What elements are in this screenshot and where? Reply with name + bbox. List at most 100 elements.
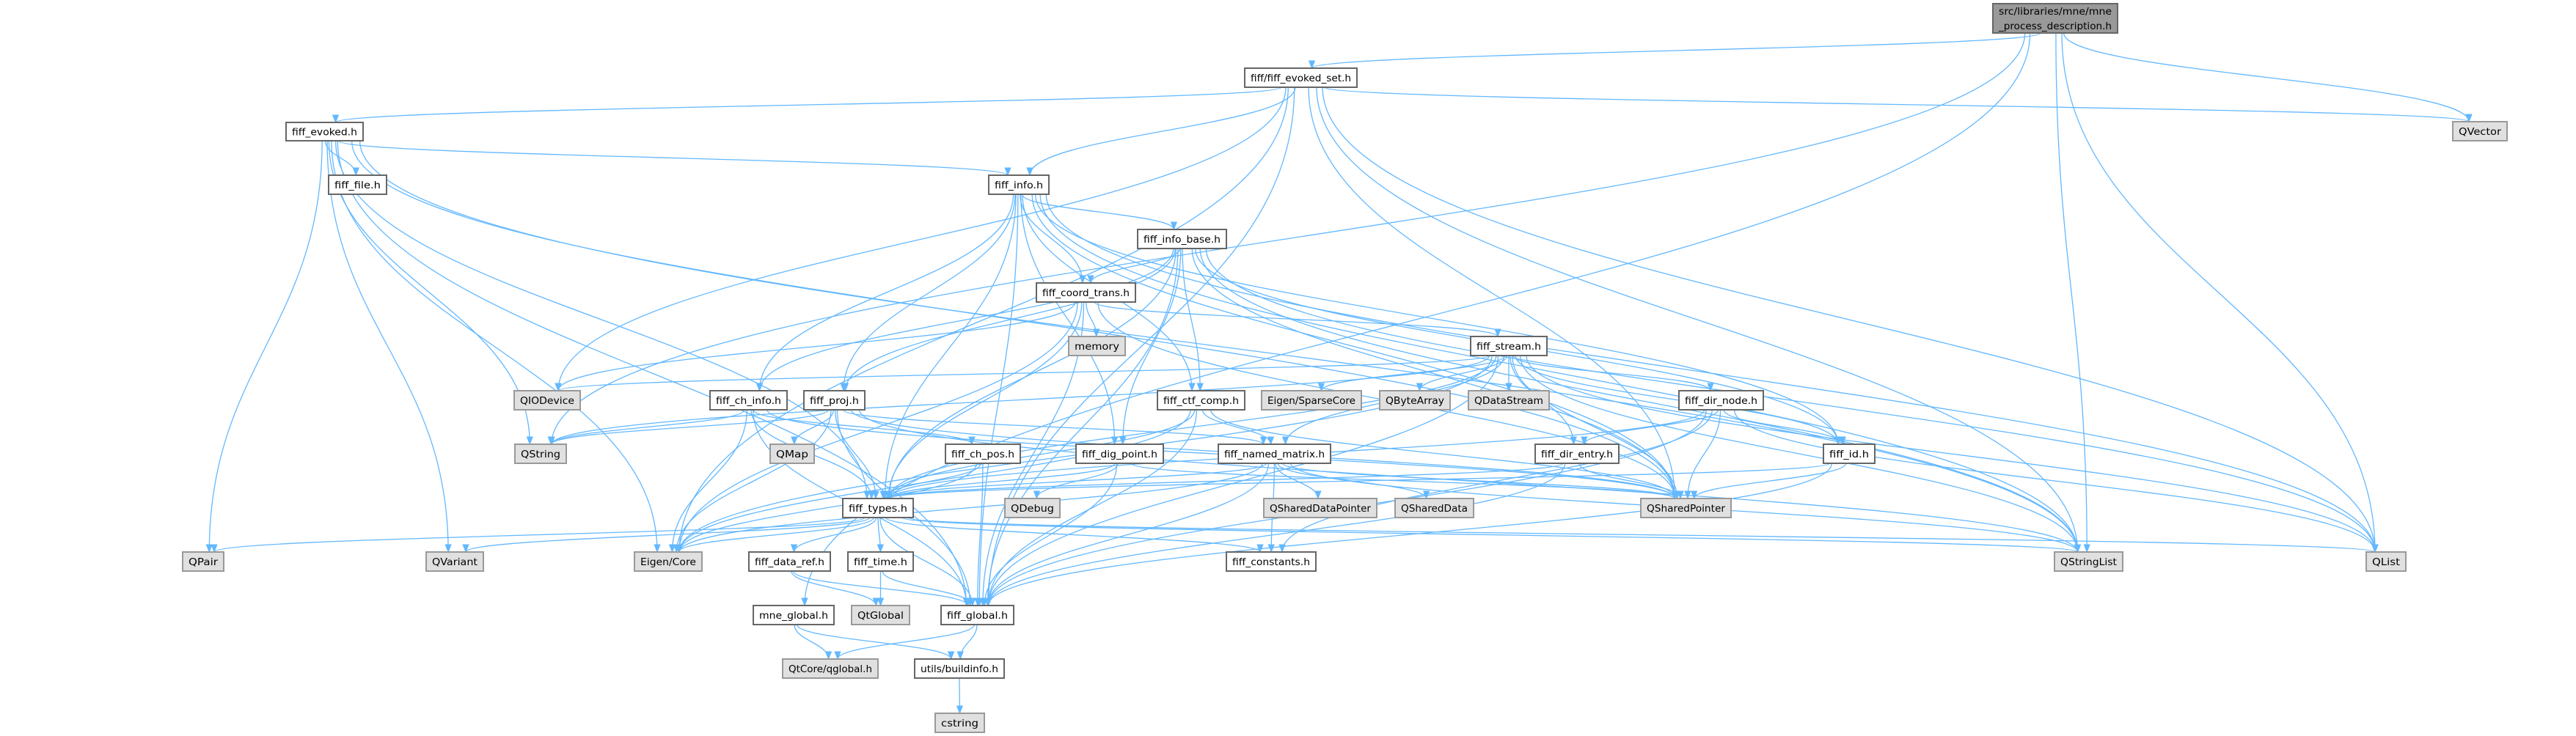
edge-stream-to-qsharedpointer — [1512, 355, 1681, 500]
node-time[interactable]: fiff_time.h — [847, 551, 914, 572]
node-mne-global[interactable]: mne_global.h — [753, 605, 835, 625]
node-evoked-set[interactable]: fiff/fiff_evoked_set.h — [1244, 67, 1358, 88]
edge-evoked_set-to-qstringlist — [1316, 87, 2082, 553]
edge-named_matrix-to-fiff_global — [984, 463, 1270, 607]
edge-proj-to-qmap — [791, 409, 834, 446]
node-box — [914, 658, 1005, 679]
node-qsharedpointer[interactable]: QSharedPointer — [1640, 498, 1732, 518]
node-memory[interactable]: memory — [1068, 336, 1126, 356]
node-qshareddatapointer[interactable]: QSharedDataPointer — [1263, 498, 1377, 518]
node-ch-pos[interactable]: fiff_ch_pos.h — [945, 444, 1021, 464]
node-ctf-comp[interactable]: fiff_ctf_comp.h — [1157, 390, 1245, 411]
edge-coord_trans-to-stream — [1094, 301, 1501, 338]
node-qtglobal[interactable]: QtGlobal — [851, 605, 910, 625]
node-box — [1379, 390, 1451, 411]
node-evoked[interactable]: fiff_evoked.h — [285, 122, 364, 141]
node-label: QVariant — [432, 557, 477, 568]
node-box — [1263, 498, 1377, 518]
node-stream[interactable]: fiff_stream.h — [1470, 336, 1548, 356]
node-qvector[interactable]: QVector — [2452, 121, 2508, 141]
node-dig-point[interactable]: fiff_dig_point.h — [1075, 444, 1164, 464]
node-qdatastream[interactable]: QDataStream — [1468, 390, 1550, 411]
node-label: fiff_proj.h — [810, 396, 859, 407]
node-data-ref[interactable]: fiff_data_ref.h — [748, 551, 831, 572]
node-types[interactable]: fiff_types.h — [842, 498, 914, 518]
node-fiff-global[interactable]: fiff_global.h — [940, 605, 1014, 625]
node-box — [851, 605, 910, 625]
node-dir-node[interactable]: fiff_dir_node.h — [1678, 390, 1764, 411]
node-label: cstring — [941, 718, 978, 729]
edge-evoked-to-qvariant — [326, 140, 452, 553]
node-qshareddata[interactable]: QSharedData — [1394, 498, 1474, 518]
edge-evoked_set-to-qiodevice — [555, 87, 1287, 392]
node-box — [842, 498, 914, 518]
edge-evoked_set-to-eigen_core — [676, 87, 1289, 553]
node-qiodevice[interactable]: QIODevice — [513, 390, 581, 411]
node-label: mne_global.h — [759, 611, 828, 622]
node-constants[interactable]: fiff_constants.h — [1226, 551, 1317, 572]
node-label: fiff_info.h — [995, 180, 1043, 191]
node-sparsecore[interactable]: Eigen/SparseCore — [1261, 390, 1362, 411]
node-info-base[interactable]: fiff_info_base.h — [1137, 229, 1227, 249]
node-cstring[interactable]: cstring — [934, 713, 985, 733]
edge-info-to-qlist — [1045, 194, 2379, 553]
node-dir-entry[interactable]: fiff_dir_entry.h — [1534, 444, 1620, 464]
edge-root-to-qvector — [2063, 32, 2473, 123]
node-ch-info[interactable]: fiff_ch_info.h — [709, 390, 788, 411]
node-file[interactable]: fiff_file.h — [328, 174, 387, 195]
node-box — [285, 122, 364, 141]
node-proj[interactable]: fiff_proj.h — [803, 390, 866, 411]
node-qpair[interactable]: QPair — [182, 551, 224, 572]
node-box — [1218, 444, 1331, 464]
node-label: fiff_id.h — [1829, 449, 1869, 460]
node-label: fiff_named_matrix.h — [1224, 449, 1325, 460]
edge-dig_point-to-fiff_global — [981, 463, 1118, 607]
node-label: QList — [2372, 557, 2400, 568]
node-qvariant[interactable]: QVariant — [425, 551, 484, 572]
node-qlist[interactable]: QList — [2365, 551, 2407, 572]
edge-ctf_comp-to-named_matrix — [1201, 409, 1275, 446]
edge-named_matrix-to-qsharedpointer — [1282, 463, 1678, 500]
edge-coord_trans-to-eigen_core — [676, 301, 1078, 553]
node-id[interactable]: fiff_id.h — [1823, 444, 1876, 464]
edge-ctf_comp-to-fiff_global — [984, 409, 1198, 607]
edge-evoked_set-to-info — [1026, 87, 1296, 177]
node-qstring[interactable]: QString — [514, 444, 567, 464]
edge-info-to-info_base — [1021, 194, 1177, 231]
node-coord-trans[interactable]: fiff_coord_trans.h — [1036, 282, 1136, 303]
edge-named_matrix-to-eigen_core — [676, 463, 1263, 553]
node-buildinfo[interactable]: utils/buildinfo.h — [914, 658, 1005, 679]
edge-types-to-qvariant — [462, 517, 871, 553]
node-eigen-core[interactable]: Eigen/Core — [634, 551, 703, 572]
node-root[interactable]: src/libraries/mne/mne_process_descriptio… — [1992, 3, 2118, 34]
edge-info-to-types — [881, 194, 1017, 500]
node-qglobal[interactable]: QtCore/qglobal.h — [782, 658, 879, 679]
node-box — [1075, 444, 1164, 464]
edge-evoked-to-qstringlist — [359, 140, 2082, 553]
node-qdebug[interactable]: QDebug — [1004, 498, 1061, 518]
node-box — [425, 551, 484, 572]
node-box — [1244, 67, 1358, 88]
edge-proj-to-qstring — [548, 409, 830, 446]
edge-evoked_set-to-evoked — [332, 87, 1282, 124]
node-qbytearray[interactable]: QByteArray — [1379, 390, 1451, 411]
node-label: fiff_global.h — [947, 611, 1008, 622]
edge-proj-to-eigen_core — [673, 409, 832, 553]
edge-time-to-fiff_global — [882, 570, 976, 607]
node-label: Eigen/SparseCore — [1267, 396, 1355, 407]
node-box — [634, 551, 703, 572]
node-box — [709, 390, 788, 411]
edge-info_base-to-proj — [841, 248, 1176, 392]
node-qmap[interactable]: QMap — [769, 444, 815, 464]
edge-id-to-fiff_global — [984, 463, 1832, 607]
node-qstringlist[interactable]: QStringList — [2054, 551, 2123, 572]
node-info[interactable]: fiff_info.h — [988, 174, 1050, 195]
node-box — [1823, 444, 1876, 464]
node-box — [328, 174, 387, 195]
node-label: QDebug — [1011, 504, 1054, 515]
node-label: QIODevice — [520, 396, 574, 407]
node-named-matrix[interactable]: fiff_named_matrix.h — [1218, 444, 1331, 464]
edge-evoked_set-to-qvector — [1324, 87, 2472, 123]
node-box — [847, 551, 914, 572]
node-label: fiff_ctf_comp.h — [1163, 396, 1239, 407]
